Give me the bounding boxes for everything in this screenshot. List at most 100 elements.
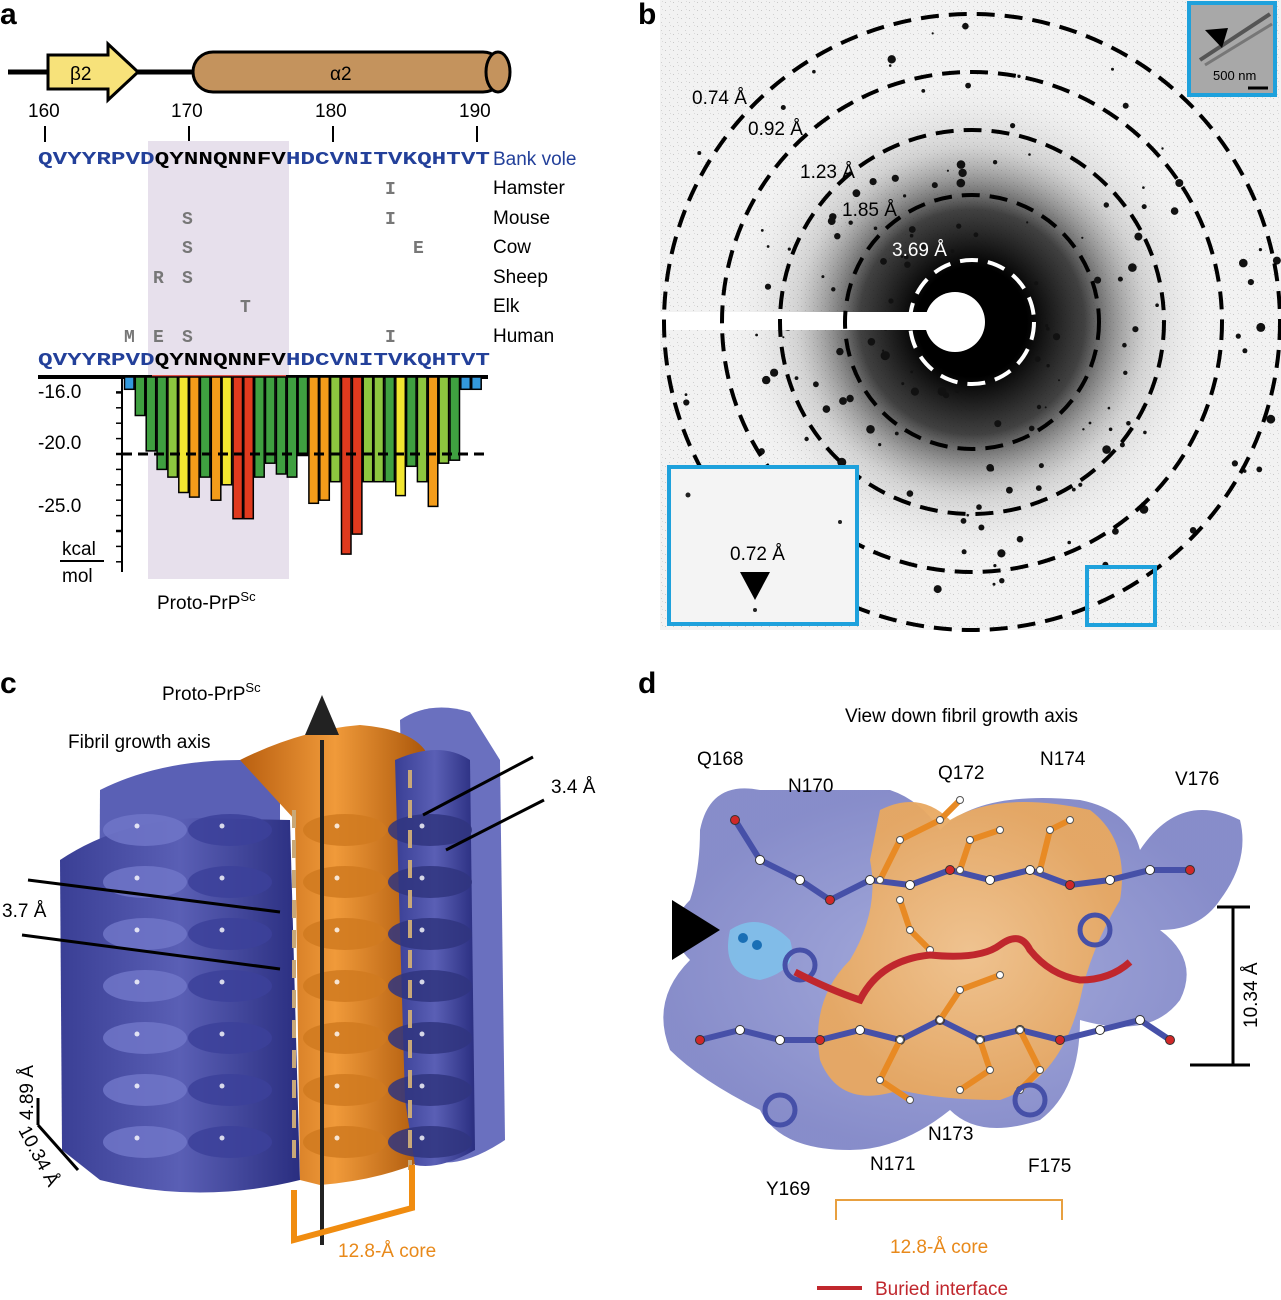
bar-191 [470,376,482,391]
diffraction-spot [901,382,905,386]
atom [906,1096,914,1104]
atom [956,796,964,804]
diffraction-spot [780,105,786,110]
diffraction-spot [1071,487,1076,492]
bump-highlight [334,1031,340,1037]
strand-bump [388,970,472,1002]
atom [1066,816,1074,824]
ruler-160: 160 [28,101,60,122]
diffraction-spot [869,178,877,186]
inset-spot-label: 0.72 Å [730,544,785,565]
bar-167 [210,376,222,501]
diffraction-spot [906,490,914,497]
atom [1135,1015,1145,1025]
bump-highlight [219,979,225,985]
diffraction-spot [921,89,926,93]
bump-highlight [219,875,225,881]
diffraction-spot [1010,123,1016,129]
diffraction-spot [1161,147,1164,150]
diffraction-spot [834,233,841,240]
diffraction-spot [1126,421,1131,426]
residue-ruler: 160 170 180 190 [28,101,491,142]
diffraction-spot [881,349,885,352]
aromatic-ring [1012,1082,1048,1118]
diffraction-spot [1081,236,1084,239]
species-sheep: Sheep [493,267,548,288]
atom [795,875,805,885]
diffraction-spot [827,217,836,226]
bar-177 [319,376,331,501]
atom [966,836,974,844]
ruler-170: 170 [171,101,203,122]
atom [1145,865,1155,875]
d1034-label-c: 10.34 Å [14,1122,63,1190]
strand-bump [303,814,387,846]
bump-highlight [134,875,140,881]
diffraction-spot [910,387,920,396]
strand-bump [103,970,187,1002]
diffraction-spot [1235,333,1241,339]
atom [1046,826,1054,834]
diffraction-spot [755,333,758,337]
diffraction-spot [762,375,771,385]
bump-highlight [334,875,340,881]
diffraction-spot [1046,327,1050,331]
beam-stop-arm [660,312,960,330]
diffraction-spot [880,258,887,265]
diffraction-spot [1123,370,1128,375]
distance-label-d: 10.34 Å [1241,962,1262,1028]
atom [1065,880,1075,890]
diffraction-spot [976,504,982,510]
atom [730,815,740,825]
proto-prpsc-label: Proto-PrPSc [157,589,256,614]
diffraction-spot [684,393,688,396]
diffraction-spot [1247,279,1254,286]
diffraction-spot [1036,404,1042,410]
atom [735,1025,745,1035]
bar-179 [340,376,352,555]
diffraction-spot [946,169,950,172]
beta-label: β2 [70,64,92,85]
diffraction-spot [1141,204,1147,210]
diffraction-spot [1231,460,1238,467]
atom [996,826,1004,834]
aromatic-ring [762,1092,798,1128]
atom [775,1035,785,1045]
diffraction-spot [770,368,779,377]
bar-185 [405,376,417,468]
bar-180 [351,376,363,535]
bump-highlight [334,979,340,985]
y-unit-top: kcal [62,539,96,560]
diffraction-spot [1112,528,1119,535]
diffraction-spot [950,249,955,254]
atom [876,876,884,884]
bar-186 [416,376,428,483]
strand-bump [388,866,472,898]
d37-label: 3.7 Å [2,901,47,922]
strand-bump [303,970,387,1002]
diffraction-spot [1134,232,1143,241]
mut-sheep-170: S [182,269,193,289]
inset-spot-arrowhead [740,572,770,600]
diffraction-spot [960,518,967,524]
bump-highlight [419,979,425,985]
diffraction-spot [956,160,966,169]
mut-human-170: S [182,328,193,348]
diffraction-spot [903,194,907,198]
scale-bar-label: 500 nm [1213,68,1256,83]
strand-bump [103,814,187,846]
diffraction-spot [697,151,702,155]
panel-c-label: c [0,667,17,700]
species-mouse: Mouse [493,208,550,229]
diffraction-spot [1128,263,1137,272]
diffraction-spot [787,247,791,251]
res-q168: Q168 [697,749,743,770]
diffraction-spot [839,397,847,405]
growth-axis-arrowhead [305,695,339,735]
diffraction-spot [956,223,962,229]
bar-174 [286,376,298,478]
fibril-core-orange [240,725,430,1185]
zoom-inset: 0.72 Å [667,465,859,626]
strand-bump [103,1074,187,1106]
